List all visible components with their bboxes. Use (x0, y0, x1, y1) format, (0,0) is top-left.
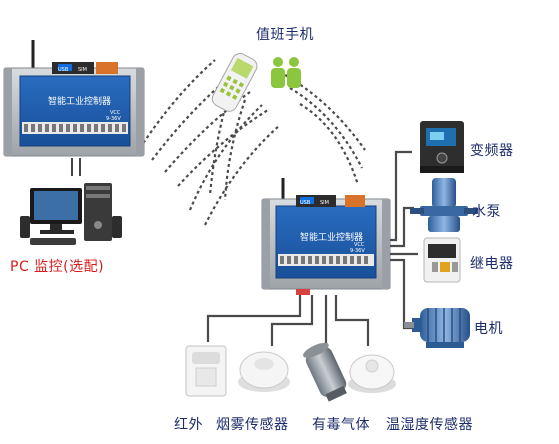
inverter-icon (420, 121, 464, 173)
temperature-humidity-sensor-icon (348, 354, 396, 393)
wireless-signal-arcs (139, 59, 366, 226)
phone-label: 值班手机 (256, 27, 314, 43)
temperature-humidity-label: 温湿度传感器 (386, 417, 473, 433)
relay-icon (423, 237, 461, 283)
people-icon (271, 57, 301, 88)
pc-link-lines (71, 158, 81, 176)
water-pump-label: 水泵 (472, 204, 501, 220)
usb-label: USB (58, 67, 69, 73)
voltage-label: 9-36V (350, 248, 365, 254)
voltage-label: 9-36V (106, 116, 121, 122)
sim-label: SIM (78, 67, 87, 73)
relay-label: 继电器 (470, 256, 514, 272)
output-connection-lines (390, 150, 418, 330)
infrared-label: 红外 (174, 417, 203, 433)
gas-sensor-icon (302, 342, 347, 402)
sim-label: SIM (320, 200, 329, 206)
smoke-sensor-icon (238, 351, 290, 392)
motor-label: 电机 (474, 321, 503, 337)
toxic-gas-label: 有毒气体 (312, 417, 370, 433)
input-connection-lines (206, 295, 370, 346)
controller-top-left: 智能工业控制器 USB SIM VCC 9-36V (3, 40, 145, 157)
usb-label: USB (300, 200, 311, 206)
water-pump-icon (410, 178, 478, 232)
mobile-phone-icon (211, 53, 258, 112)
pc-monitor-label: PC 监控(选配) (10, 259, 105, 275)
controller-title: 智能工业控制器 (300, 231, 363, 243)
smoke-sensor-label: 烟雾传感器 (216, 417, 289, 433)
controller-title: 智能工业控制器 (48, 95, 111, 107)
infrared-sensor-icon (185, 345, 227, 397)
inverter-label: 变频器 (470, 143, 514, 159)
vcc-label: VCC (354, 242, 365, 248)
motor-icon (404, 308, 470, 348)
controller-center: 智能工业控制器 USB SIM VCC 9-36V (261, 178, 391, 295)
pc-computer-icon (20, 183, 122, 245)
vcc-label: VCC (110, 110, 121, 116)
